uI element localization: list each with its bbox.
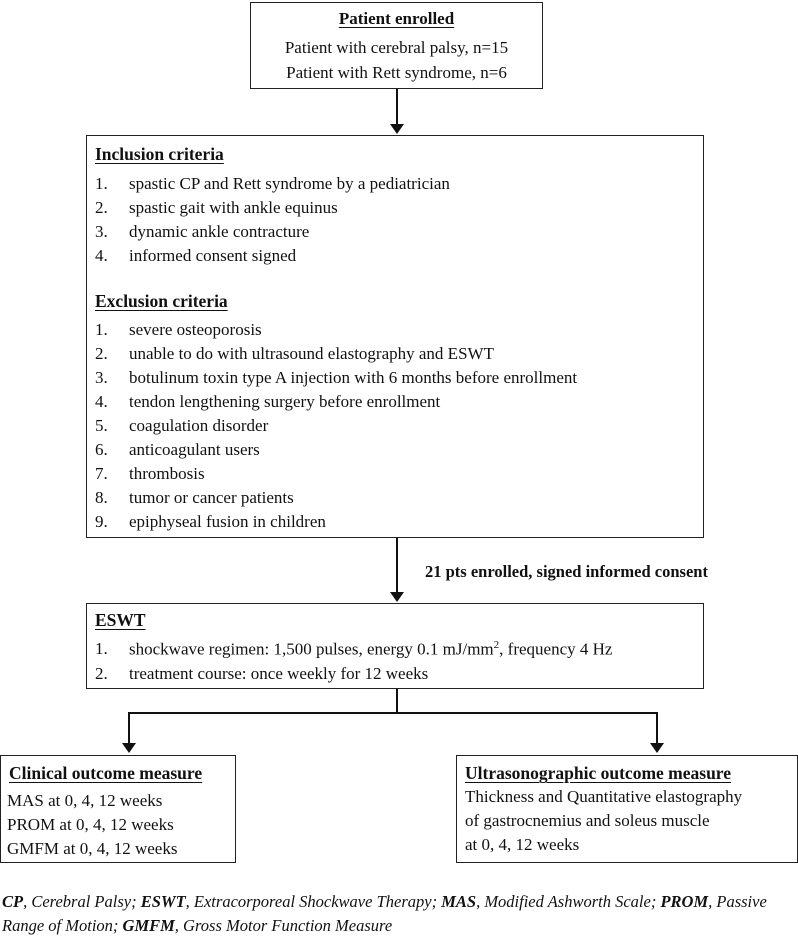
arrow-head-enrolled-to-criteria <box>390 124 404 134</box>
clinical-prom-line: PROM at 0, 4, 12 weeks <box>7 815 174 834</box>
enrolled-cp-line: Patient with cerebral palsy, n=15 <box>284 38 509 57</box>
footnote-def-gmfm: , Gross Motor Function Measure <box>174 916 393 935</box>
ultrasonographic-outcome-box: Ultrasonographic outcome measure Thickne… <box>456 755 798 863</box>
list-item: 8. tumor or cancer patients <box>95 488 294 507</box>
enrolled-rett-line: Patient with Rett syndrome, n=6 <box>286 63 507 82</box>
clinical-outcome-title: Clinical outcome measure <box>9 763 203 783</box>
list-item: 1. shockwave regimen: 1,500 pulses, ener… <box>95 639 613 659</box>
clinical-mas-line: MAS at 0, 4, 12 weeks <box>7 791 163 810</box>
exclusion-list: 1. severe osteoporosis 2. unable to do w… <box>95 320 695 536</box>
ultrasonographic-line-3: at 0, 4, 12 weeks <box>465 835 580 854</box>
list-item: 2. treatment course: once weekly for 12 … <box>95 664 429 683</box>
list-item: 4. informed consent signed <box>95 246 297 265</box>
ultrasonographic-line-1: Thickness and Quantitative elastography <box>465 787 743 806</box>
arrow-shaft-enrolled-to-criteria <box>396 89 398 126</box>
footnote-def-prom: , Passive Range of Motion; <box>2 892 767 935</box>
list-item: 2. spastic gait with ankle equinus <box>95 198 338 217</box>
footnote-def-mas: , Modified Ashworth Scale; <box>476 892 661 911</box>
footnote-def-eswt: , Extracorporeal Shockwave Therapy; <box>185 892 442 911</box>
list-item: 3. dynamic ankle contracture <box>95 222 310 241</box>
list-item: 1. spastic CP and Rett syndrome by a ped… <box>95 174 450 193</box>
inclusion-criteria-title: Inclusion criteria <box>95 144 224 164</box>
clinical-gmfm-line: GMFM at 0, 4, 12 weeks <box>7 839 178 858</box>
arrow-head-to-clinical <box>122 743 136 753</box>
patient-enrolled-box: Patient enrolled Patient with cerebral p… <box>250 2 543 89</box>
arrow-head-criteria-to-eswt <box>390 592 404 602</box>
branch-left-shaft <box>128 712 130 744</box>
footnote-abbr-gmfm: GMFM <box>122 916 175 935</box>
list-item: 4. tendon lengthening surgery before enr… <box>95 392 441 411</box>
arrow-shaft-criteria-to-eswt <box>396 538 398 594</box>
eswt-box: ESWT 1. shockwave regimen: 1,500 pulses,… <box>86 603 704 689</box>
clinical-outcome-box: Clinical outcome measure MAS at 0, 4, 12… <box>0 755 236 863</box>
eswt-title: ESWT <box>95 610 146 630</box>
list-item: 5. coagulation disorder <box>95 416 269 435</box>
list-item: 1. severe osteoporosis <box>95 320 262 339</box>
list-item: 6. anticoagulant users <box>95 440 260 459</box>
enrollment-arrow-label: 21 pts enrolled, signed informed consent <box>425 562 708 581</box>
branch-right-shaft <box>656 712 658 744</box>
ultrasonographic-line-2: of gastrocnemius and soleus muscle <box>465 811 710 830</box>
footnote-abbr-eswt: ESWT <box>140 892 186 911</box>
footnote-def-cp: , Cerebral Palsy; <box>23 892 141 911</box>
arrow-head-to-ultrasonographic <box>650 743 664 753</box>
list-item: 9. epiphyseal fusion in children <box>95 512 326 531</box>
branch-trunk <box>396 689 398 713</box>
patient-enrolled-title: Patient enrolled <box>338 9 455 28</box>
abbreviation-footnote: CP, Cerebral Palsy; ESWT, Extracorporeal… <box>2 890 798 938</box>
footnote-abbr-mas: MAS <box>441 892 477 911</box>
branch-crossbar <box>128 712 658 714</box>
list-item: 7. thrombosis <box>95 464 205 483</box>
inclusion-list: 1. spastic CP and Rett syndrome by a ped… <box>95 174 695 270</box>
footnote-abbr-cp: CP <box>2 892 24 911</box>
list-item: 2. unable to do with ultrasound elastogr… <box>95 344 494 363</box>
ultrasonographic-outcome-title: Ultrasonographic outcome measure <box>465 763 732 783</box>
exclusion-criteria-title: Exclusion criteria <box>95 291 228 311</box>
list-item: 3. botulinum toxin type A injection with… <box>95 368 578 387</box>
footnote-abbr-prom: PROM <box>660 892 709 911</box>
criteria-box: Inclusion criteria 1. spastic CP and Ret… <box>86 135 704 538</box>
